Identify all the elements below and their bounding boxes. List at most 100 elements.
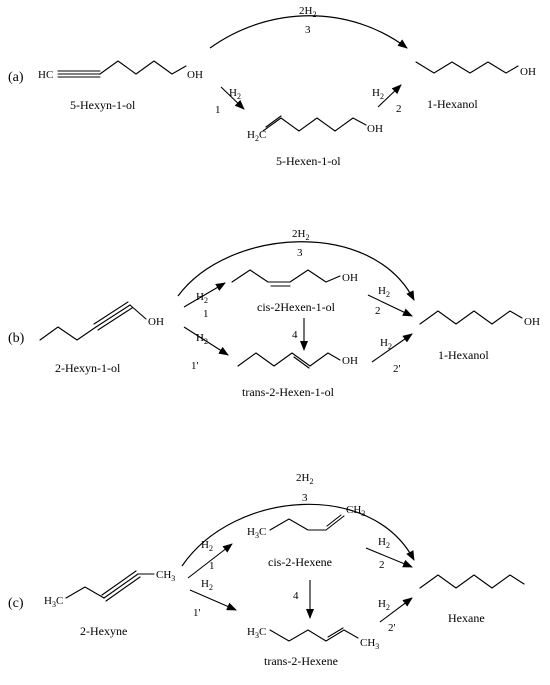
ch3-label: CH3 xyxy=(360,637,379,651)
carbon-chain xyxy=(231,269,341,283)
ch2-bond xyxy=(129,304,147,320)
route-3-reagent: 2H2 xyxy=(299,5,316,19)
carbon-chain xyxy=(99,60,187,75)
oh-label: OH xyxy=(342,272,358,284)
name-2-hexyn-1-ol: 2-Hexyn-1-ol xyxy=(55,361,121,375)
oh-label: OH xyxy=(367,123,383,135)
route-3-number: 3 xyxy=(305,24,311,36)
route-4-number: 4 xyxy=(293,590,299,602)
panel-a-label: (a) xyxy=(8,70,24,85)
molecule-cis-2-hexen-1-ol: OH xyxy=(231,269,358,287)
route-1p-reagent: H2 xyxy=(201,578,213,592)
carbon-chain xyxy=(237,352,341,367)
route-2-reagent: H2 xyxy=(378,536,390,550)
triple-bond xyxy=(93,301,133,331)
route-3-reagent: 2H2 xyxy=(292,228,309,242)
carbon-chain xyxy=(262,117,367,132)
route-3-reagent: 2H2 xyxy=(296,472,313,486)
molecule-trans-2-hexene: H3C CH3 xyxy=(247,626,379,651)
double-bond-line xyxy=(293,356,310,369)
panel-b: (b) OH 2-Hexyn-1-ol OH cis-2Hexen-1-ol O… xyxy=(8,228,540,399)
route-2p-arrow xyxy=(371,333,413,363)
name-cis-2-hexene: cis-2-Hexene xyxy=(268,555,332,569)
route-1p-arrow xyxy=(183,326,229,356)
double-bond-line xyxy=(265,115,282,128)
name-cis-2-hexen-1-ol: cis-2Hexen-1-ol xyxy=(257,300,336,314)
route-3-arrow xyxy=(181,503,415,567)
carbon-chain xyxy=(415,61,519,74)
h3c-label: H3C xyxy=(44,595,63,609)
route-2-reagent: H2 xyxy=(378,285,390,299)
triple-bond xyxy=(101,570,141,602)
molecule-5-hexen-1-ol: H2C OH xyxy=(247,115,383,143)
carbon-chain xyxy=(419,574,525,589)
molecule-trans-2-hexen-1-ol: OH xyxy=(237,352,358,369)
ch3-label: CH3 xyxy=(156,569,175,583)
name-trans-2-hexen-1-ol: trans-2-Hexen-1-ol xyxy=(242,385,335,399)
route-1-number: 1 xyxy=(215,104,221,116)
route-2-number: 2 xyxy=(379,559,385,571)
route-1-number: 1 xyxy=(203,308,209,320)
h3c-label: H3C xyxy=(247,526,266,540)
panel-c-label: (c) xyxy=(8,596,24,611)
route-2-number: 2 xyxy=(396,103,402,115)
route-1p-number: 1' xyxy=(191,360,199,372)
route-2-reagent: H2 xyxy=(372,87,384,101)
carbon-chain xyxy=(39,326,97,341)
oh-label: OH xyxy=(342,355,358,367)
route-2-arrow xyxy=(365,547,413,568)
route-1-arrow xyxy=(183,282,226,308)
route-1p-reagent: H2 xyxy=(196,332,208,346)
name-2-hexyne: 2-Hexyne xyxy=(80,624,127,638)
route-2-arrow xyxy=(367,294,413,317)
name-hexane: Hexane xyxy=(448,611,485,625)
molecule-hexane xyxy=(419,574,525,589)
route-4-number: 4 xyxy=(292,329,298,341)
name-5-hexen-1-ol: 5-Hexen-1-ol xyxy=(276,154,341,168)
oh-label: OH xyxy=(187,69,203,81)
carbon-chain xyxy=(269,515,345,531)
route-1-reagent: H2 xyxy=(201,539,213,553)
carbon-chain xyxy=(269,629,359,642)
route-1-arrow xyxy=(187,543,233,579)
molecule-5-hexyn-1-ol: HC OH xyxy=(38,60,203,81)
carbon-chain xyxy=(419,310,523,325)
route-1-reagent: H2 xyxy=(196,291,208,305)
molecule-1-hexanol: OH xyxy=(419,310,540,328)
route-2-number: 2 xyxy=(375,305,381,317)
panel-c: (c) H3C CH3 2-Hexyne H3C CH3 cis-2-Hexen… xyxy=(8,472,525,668)
panel-b-label: (b) xyxy=(8,331,25,346)
route-2p-number: 2' xyxy=(393,363,401,375)
name-5-hexyn-1-ol: 5-Hexyn-1-ol xyxy=(70,98,136,112)
route-1p-arrow xyxy=(189,589,237,611)
route-1-number: 1 xyxy=(209,560,215,572)
name-trans-2-hexene: trans-2-Hexene xyxy=(264,654,338,668)
route-2p-reagent: H2 xyxy=(380,337,392,351)
ch3-label: CH3 xyxy=(346,504,365,518)
carbon-chain xyxy=(65,586,105,599)
route-2p-arrow xyxy=(379,597,413,623)
molecule-1-hexanol: OH xyxy=(415,61,536,78)
molecule-2-hexyne: H3C CH3 xyxy=(44,569,175,609)
double-bond-line xyxy=(327,627,344,638)
name-1-hexanol: 1-Hexanol xyxy=(427,97,478,111)
route-2p-reagent: H2 xyxy=(378,598,390,612)
hc-label: HC xyxy=(38,69,53,81)
route-2-arrow xyxy=(377,84,402,108)
oh-label: OH xyxy=(524,316,540,328)
route-2p-number: 2' xyxy=(388,622,396,634)
route-3-arrow xyxy=(209,15,408,49)
route-3-number: 3 xyxy=(297,247,303,259)
route-3-number: 3 xyxy=(302,492,308,504)
triple-bond xyxy=(57,70,101,78)
name-1-hexanol: 1-Hexanol xyxy=(438,348,489,362)
route-1p-number: 1' xyxy=(193,607,201,619)
molecule-2-hexyn-1-ol: OH xyxy=(39,301,164,341)
route-1-reagent: H2 xyxy=(229,87,241,101)
oh-label: OH xyxy=(520,66,536,78)
panel-a: (a) HC OH 5-Hexyn-1-ol H2C OH 5-Hexen-1-… xyxy=(8,5,536,168)
route-1-arrow xyxy=(220,86,245,110)
h3c-label: H3C xyxy=(247,626,266,640)
route-3-arrow xyxy=(177,241,415,301)
